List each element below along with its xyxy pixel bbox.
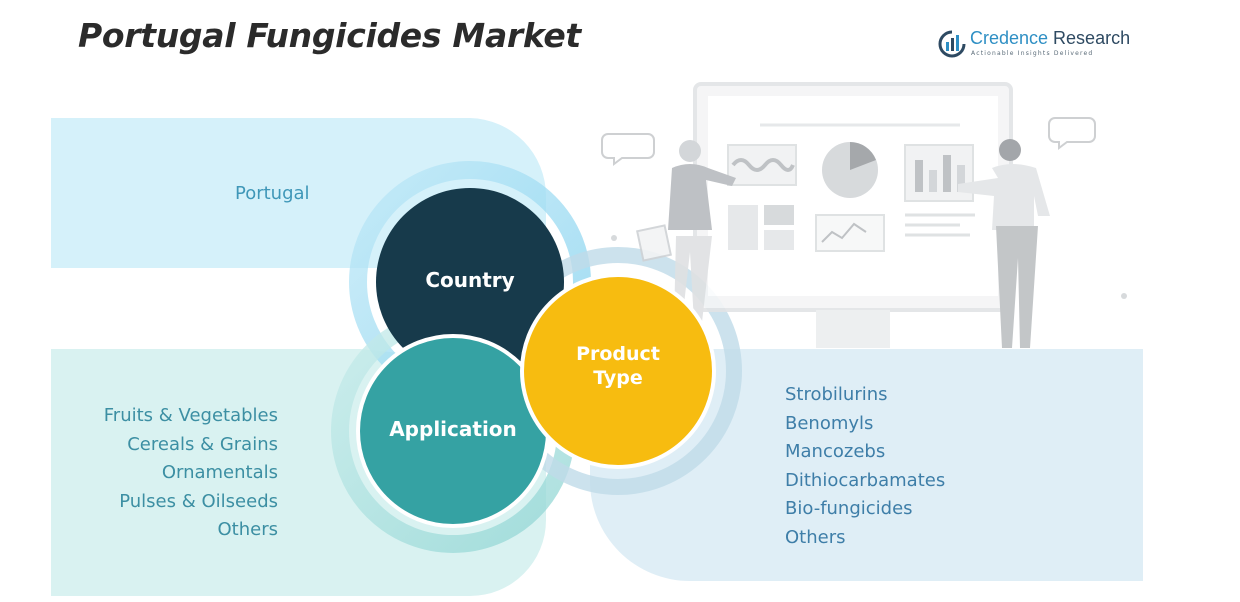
product-type-item: Bio-fungicides <box>785 498 913 520</box>
product-type-item: Mancozebs <box>785 441 886 463</box>
application-item: Ornamentals <box>161 462 278 484</box>
product-type-item: Strobilurins <box>785 384 888 405</box>
product-type-item: Others <box>785 526 846 548</box>
brand-name: Credence Research <box>970 28 1130 49</box>
product-type-item: Dithiocarbamates <box>785 469 946 491</box>
product-type-circle: Product Type <box>520 273 716 469</box>
product-type-item: Benomyls <box>785 412 874 434</box>
application-list: Fruits & Vegetables Cereals & Grains Orn… <box>104 402 278 545</box>
page-title: Portugal Fungicides Market <box>78 16 581 55</box>
application-circle: Application <box>356 334 550 528</box>
product-type-list: Strobilurins Benomyls Mancozebs Dithioca… <box>785 381 945 553</box>
application-circle-label: Application <box>389 417 517 441</box>
screen-line-chart-icon <box>815 214 885 252</box>
product-type-label-line2: Type <box>593 367 643 389</box>
brand-tagline: Actionable Insights Delivered <box>971 50 1094 57</box>
screen-wave-chart-icon <box>727 144 797 186</box>
product-type-label-line1: Product <box>576 343 660 365</box>
country-circle-label: Country <box>425 268 515 292</box>
application-item: Others <box>217 519 279 541</box>
brand-logo-icon <box>938 30 966 58</box>
speech-bubble-right-icon <box>1048 117 1096 150</box>
application-item: Pulses & Oilseeds <box>119 490 278 512</box>
country-item: Portugal <box>235 183 310 204</box>
presenter-man-icon <box>958 139 1050 348</box>
brand-logo: Credence Research Actionable Insights De… <box>938 28 1130 62</box>
brand-name-part1: Credence <box>970 28 1049 48</box>
product-type-circle-label: Product Type <box>576 342 660 390</box>
application-item: Cereals & Grains <box>127 433 278 455</box>
application-item: Fruits & Vegetables <box>103 405 278 426</box>
brand-name-part2: Research <box>1048 28 1131 48</box>
speech-bubble-left-icon <box>601 133 655 166</box>
